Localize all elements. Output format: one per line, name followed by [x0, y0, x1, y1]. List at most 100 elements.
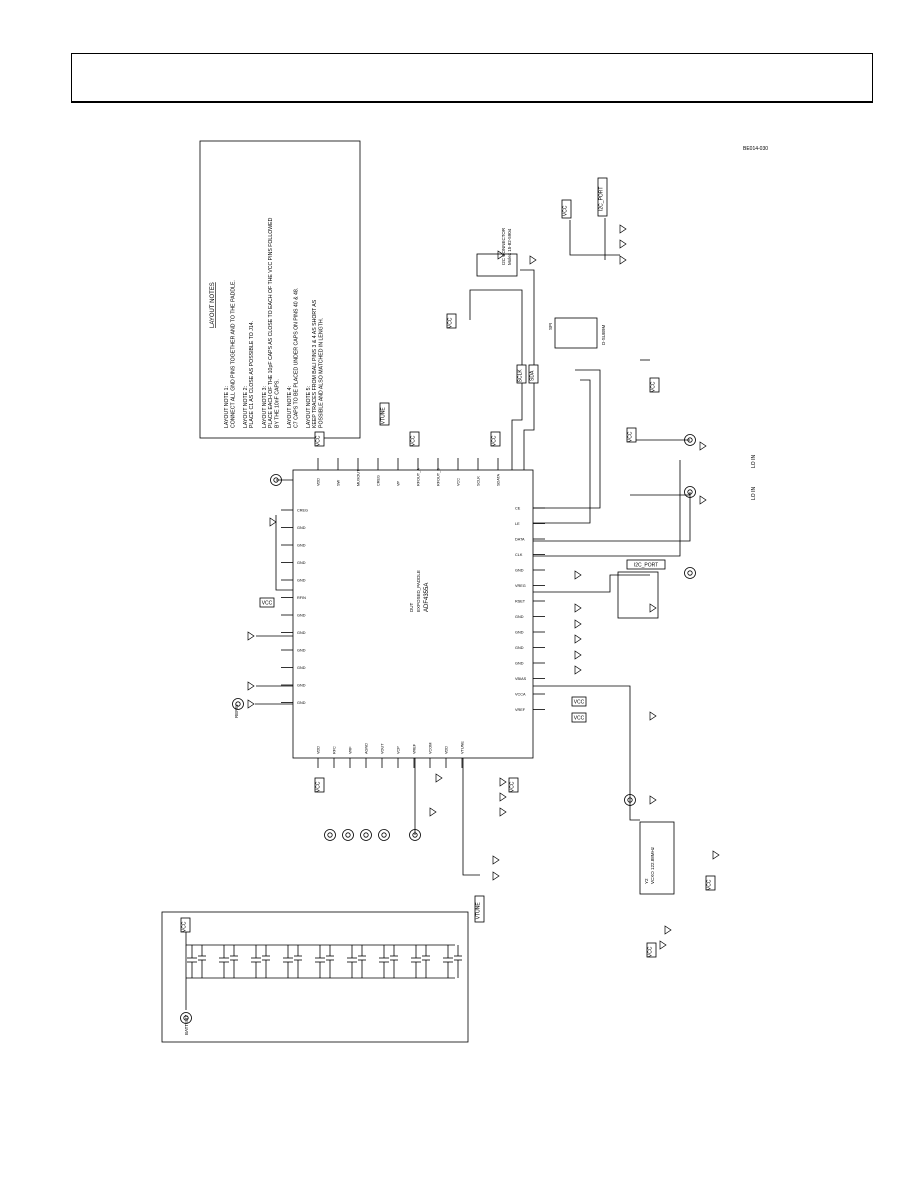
ground-symbol: [247, 681, 255, 691]
pin-name: GND: [297, 614, 306, 618]
pin-label: RSET: [515, 600, 526, 604]
pin-name: VBIAS: [515, 677, 527, 681]
layout-note-line: PLACE C1 AS CLOSE AS POSSIBLE TO J14.: [249, 321, 255, 428]
sma-connector: [270, 474, 282, 486]
pin-name: DATA: [515, 538, 525, 542]
pin-label: GND: [515, 631, 524, 635]
pin-name: GND: [515, 631, 524, 635]
layout-note-line: PLACE EACH OF THE 10pF CAPS AS CLOSE TO …: [268, 217, 274, 428]
pin-name: SW: [337, 479, 341, 486]
svg-text:VCC: VCC: [707, 879, 713, 890]
net-label-vcc: VCC: [571, 696, 587, 707]
net-label-vcc: VCC: [409, 431, 420, 447]
sma-connector: [232, 698, 244, 710]
chip-ref: DUT: [409, 603, 414, 612]
net-label-vcc: VCC: [180, 917, 191, 933]
net-label-vtune: VTUNE: [474, 895, 485, 923]
ground-symbol: [649, 795, 657, 805]
spi-label: SPI: [548, 323, 553, 330]
pin-name: GND: [515, 646, 524, 650]
layout-note-line: POSSIBLE AND ALSO MATCHED IN LENGTH.: [319, 318, 325, 428]
pin-label: CE: [515, 507, 521, 511]
decoupling-cap: [219, 945, 238, 978]
ground-symbol: [574, 650, 582, 660]
lo-in-label-1: LO IN: [751, 455, 757, 468]
svg-text:VCC: VCC: [628, 431, 634, 442]
ground-symbol: [247, 699, 255, 709]
pin-label: GND: [297, 579, 306, 583]
pin-label: GND: [297, 684, 306, 688]
wire-left-gnd: [275, 515, 293, 591]
ground-symbol: [664, 925, 672, 935]
svg-text:VCC: VCC: [262, 600, 273, 606]
pin-label: CREG: [297, 509, 308, 513]
pin-name: CLK: [515, 553, 523, 557]
net-label-vcc: VCC: [561, 199, 572, 219]
sma-connector: [684, 486, 696, 498]
sma-connector: [360, 829, 372, 841]
chip-body: [292, 469, 534, 759]
wire-top-vcc: [569, 220, 620, 256]
pin-label: RFOUT_A: [417, 468, 421, 486]
ground-symbol: [499, 792, 507, 802]
pin-name: CREG: [297, 509, 308, 513]
wire-osc: [629, 790, 640, 821]
pin-label: DATA: [515, 538, 525, 542]
svg-text:Y2: Y2: [644, 878, 649, 884]
pin-label: VCP: [397, 746, 401, 754]
pin-name: GND: [297, 649, 306, 653]
pin-name: VDD: [317, 746, 321, 754]
pin-name: VCCA: [515, 693, 526, 697]
layout-note-line: LAYOUT NOTE 3:: [262, 386, 268, 428]
decoupling-cap: [443, 945, 462, 978]
pin-label: MUXOUT: [357, 469, 361, 486]
svg-text:I2C_PORT: I2C_PORT: [599, 187, 605, 211]
pin-name: GND: [297, 666, 306, 670]
pin-name: VCOM: [429, 743, 433, 754]
pin-label: VCCA: [515, 693, 526, 697]
svg-text:VCC: VCC: [563, 205, 569, 216]
pin-name: RFIN: [297, 596, 306, 600]
layout-note-line: LAYOUT NOTE 4:: [287, 386, 293, 428]
i2c-connector-box: [476, 253, 518, 277]
ground-symbol: [699, 495, 707, 505]
pin-name: GND: [515, 615, 524, 619]
net-label-vcc: VCC: [259, 597, 275, 608]
wire-i2c-a: [469, 289, 523, 355]
sma-connector: [624, 794, 636, 806]
net-label-sda: SDA: [528, 364, 539, 384]
wire-spi-1: [533, 369, 601, 509]
pin-label: VRF: [349, 746, 353, 754]
decoupling-cap: [347, 945, 366, 978]
net-label-sclk: SCLK: [516, 364, 527, 384]
layout-note-line: C7 CAPS TO BE PLACED UNDER CAPS ON PINS …: [293, 288, 299, 428]
svg-text:VCC: VCC: [182, 921, 188, 932]
pin-name: RFC: [333, 746, 337, 754]
pin-label: CLK: [515, 553, 523, 557]
pin-label: GND: [297, 561, 306, 565]
pin-label: VOUT: [381, 743, 385, 754]
chip-exposed-pad: EXPOSED_PADDLE: [416, 570, 421, 612]
sma-connector: [324, 829, 336, 841]
ground-symbol: [619, 224, 627, 234]
pin-label: AGND: [365, 743, 369, 754]
sma-connector: [378, 829, 390, 841]
pin-label: CREG: [377, 475, 381, 486]
ground-symbol: [619, 239, 627, 249]
svg-text:LO IN: LO IN: [751, 455, 757, 468]
pin-name: GND: [297, 544, 306, 548]
svg-text:VTUNE: VTUNE: [381, 407, 387, 425]
sma-connector: [409, 829, 421, 841]
ground-symbol: [649, 603, 657, 613]
layout-note-line: BY THE 10nF CAPS.: [274, 379, 280, 428]
svg-text:REFIN: REFIN: [234, 705, 239, 719]
figure-code: BE014-030: [743, 146, 768, 152]
pin-name: VREG: [515, 584, 526, 588]
svg-text:VCC: VCC: [411, 435, 417, 446]
left-pin-stubs: [281, 509, 293, 703]
oscillator-box: [639, 821, 675, 895]
svg-text:VCXO 122.88MHz: VCXO 122.88MHz: [650, 846, 655, 884]
pin-name: GND: [297, 526, 306, 530]
net-label-vcc: VCC: [508, 777, 519, 793]
